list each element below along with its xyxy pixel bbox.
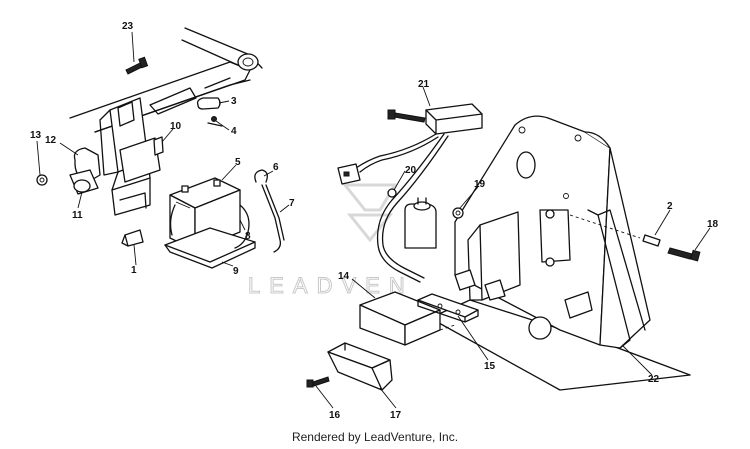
watermark-text: LEADVEN [248, 273, 414, 298]
callout-3: 3 [231, 96, 237, 107]
callout-labels: 23 3 4 13 12 10 5 6 11 7 8 1 9 21 20 19 … [30, 21, 719, 421]
callout-13: 13 [30, 130, 42, 141]
callout-leaders [36, 31, 711, 409]
callout-7: 7 [289, 198, 295, 209]
watermark: LEADVEN [248, 183, 414, 299]
callout-20: 20 [405, 165, 417, 176]
callout-21: 21 [418, 79, 430, 90]
callout-23: 23 [122, 21, 134, 32]
watermark-logo [341, 183, 398, 243]
callout-10: 10 [170, 121, 182, 132]
right-panel-assembly [306, 103, 701, 391]
callout-17: 17 [390, 410, 402, 421]
left-frame-assembly [36, 27, 285, 269]
callout-18: 18 [707, 219, 719, 230]
callout-5: 5 [235, 157, 241, 168]
callout-4: 4 [231, 126, 237, 137]
callout-22: 22 [648, 374, 660, 385]
callout-6: 6 [273, 162, 279, 173]
callout-15: 15 [484, 361, 496, 372]
callout-2: 2 [667, 201, 673, 212]
callout-14: 14 [338, 271, 350, 282]
callout-19: 19 [474, 179, 486, 190]
callout-16: 16 [329, 410, 341, 421]
callout-12: 12 [45, 135, 57, 146]
callout-1: 1 [131, 265, 137, 276]
callout-9: 9 [233, 266, 239, 277]
callout-11: 11 [72, 210, 83, 221]
footer-credit: Rendered by LeadVenture, Inc. [291, 430, 459, 444]
callout-8: 8 [245, 231, 251, 242]
